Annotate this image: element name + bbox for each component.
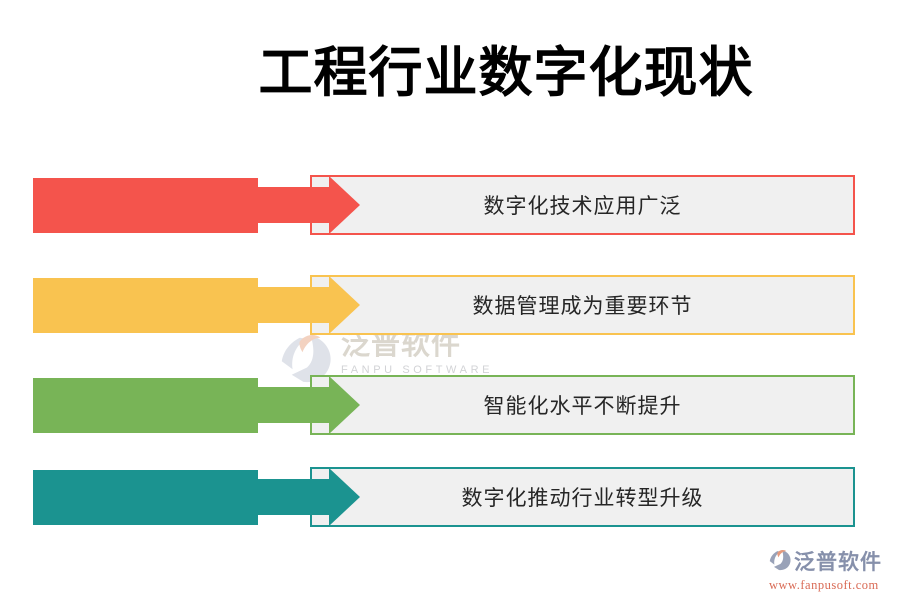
arrow-bar [33,470,258,525]
row-label: 智能化水平不断提升 [483,394,682,418]
fanpu-logo-icon-small [769,548,792,577]
footer-brand-url: www.fanpusoft.com [769,578,879,592]
row-label-box: 智能化水平不断提升 [310,375,855,435]
row-label-box: 数字化推动行业转型升级 [310,467,855,527]
row-label-box: 数字化技术应用广泛 [310,175,855,235]
page-title: 工程行业数字化现状 [258,43,754,103]
arrow-head [329,176,360,234]
arrow-head [329,276,360,334]
arrow-row: 数字化技术应用广泛 [0,175,900,235]
arrow-bar [33,278,258,333]
arrow-row: 数字化推动行业转型升级 [0,467,900,527]
arrow-bar [33,378,258,433]
arrow-row: 数据管理成为重要环节 [0,275,900,335]
footer-brand: 泛普软件 www.fanpusoft.com [769,548,882,593]
row-label: 数据管理成为重要环节 [472,294,693,318]
arrow-row: 智能化水平不断提升 [0,375,900,435]
row-label: 数字化技术应用广泛 [483,194,682,218]
arrow-head [329,468,360,526]
arrow-bar [33,178,258,233]
row-label: 数字化推动行业转型升级 [461,486,704,510]
arrow-shaft [256,387,330,423]
arrow-head [329,376,360,434]
arrow-shaft [256,479,330,515]
arrow-shaft [256,187,330,223]
arrow-shaft [256,287,330,323]
row-label-box: 数据管理成为重要环节 [310,275,855,335]
footer-brand-name: 泛普软件 [794,550,882,574]
